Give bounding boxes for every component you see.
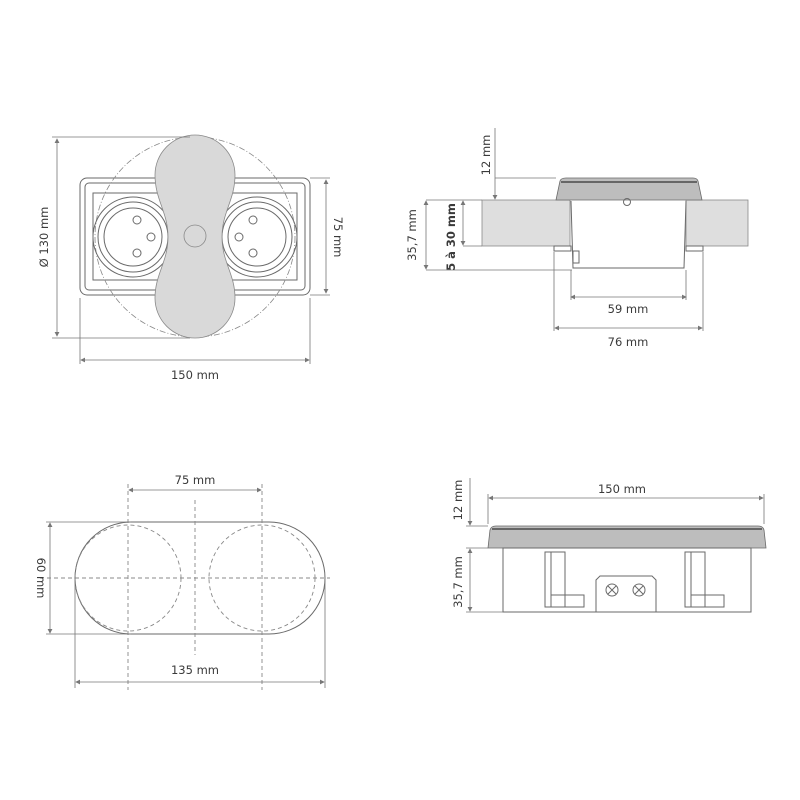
outer-width-dimension: 76 mm xyxy=(553,252,704,349)
length-label: 135 mm xyxy=(171,663,219,677)
wall-thickness-label: 5 à 30 mm xyxy=(444,203,458,271)
outer-width-label: 76 mm xyxy=(608,335,649,349)
clip-right xyxy=(684,551,725,608)
inner-width-label: 59 mm xyxy=(608,302,649,316)
side-lid xyxy=(487,525,767,549)
wall-thickness-dimension: 5 à 30 mm xyxy=(444,200,482,271)
width-dimension: 150 mm xyxy=(79,298,311,382)
side-width-label: 150 mm xyxy=(598,482,646,496)
socket-right xyxy=(216,196,298,278)
top-view: Ø 130 mm 75 mm 150 mm xyxy=(37,134,345,382)
worktop-right xyxy=(685,199,749,247)
width-label: 150 mm xyxy=(171,368,219,382)
diameter-dimension: Ø 130 mm xyxy=(37,136,190,339)
section-view: 12 mm 35,7 mm 5 à 30 mm 59 mm 76 mm xyxy=(405,128,749,349)
depth-label: 35,7 mm xyxy=(405,209,419,261)
side-lid-height-dimension: 12 mm xyxy=(451,478,488,527)
screw-icon xyxy=(605,583,619,597)
lid xyxy=(555,177,703,201)
screw-icon xyxy=(623,198,631,206)
inner-width-dimension: 59 mm xyxy=(570,270,687,316)
clip-left xyxy=(544,551,585,608)
cutout-view: 75 mm 60 mm 135 mm xyxy=(34,473,330,690)
worktop-left xyxy=(481,199,571,247)
spacing-dimension: 75 mm xyxy=(128,473,262,493)
center-button xyxy=(183,224,207,248)
spacing-label: 75 mm xyxy=(175,473,216,487)
box-body xyxy=(570,200,687,269)
side-depth-label: 35,7 mm xyxy=(451,556,465,608)
cutout-height-label: 60 mm xyxy=(34,558,48,599)
height-dimension: 75 mm xyxy=(310,177,345,296)
cutout-outline xyxy=(74,521,326,635)
length-dimension: 135 mm xyxy=(74,580,326,688)
screw-icon xyxy=(632,583,646,597)
cutout-height-dimension: 60 mm xyxy=(34,521,131,635)
depth-dimension: 35,7 mm xyxy=(405,199,572,271)
diameter-label: Ø 130 mm xyxy=(37,207,51,268)
side-box xyxy=(502,547,752,613)
side-width-dimension: 150 mm xyxy=(487,482,765,524)
side-depth-dimension: 35,7 mm xyxy=(451,547,503,613)
side-view: 150 mm 12 mm 35,7 mm xyxy=(451,478,767,613)
lid-height-dimension: 12 mm xyxy=(479,128,556,200)
terminal-block xyxy=(595,575,657,612)
socket-left xyxy=(92,196,174,278)
height-label: 75 mm xyxy=(331,217,345,258)
lid-height-label: 12 mm xyxy=(479,135,493,176)
side-lid-height-label: 12 mm xyxy=(451,480,465,521)
